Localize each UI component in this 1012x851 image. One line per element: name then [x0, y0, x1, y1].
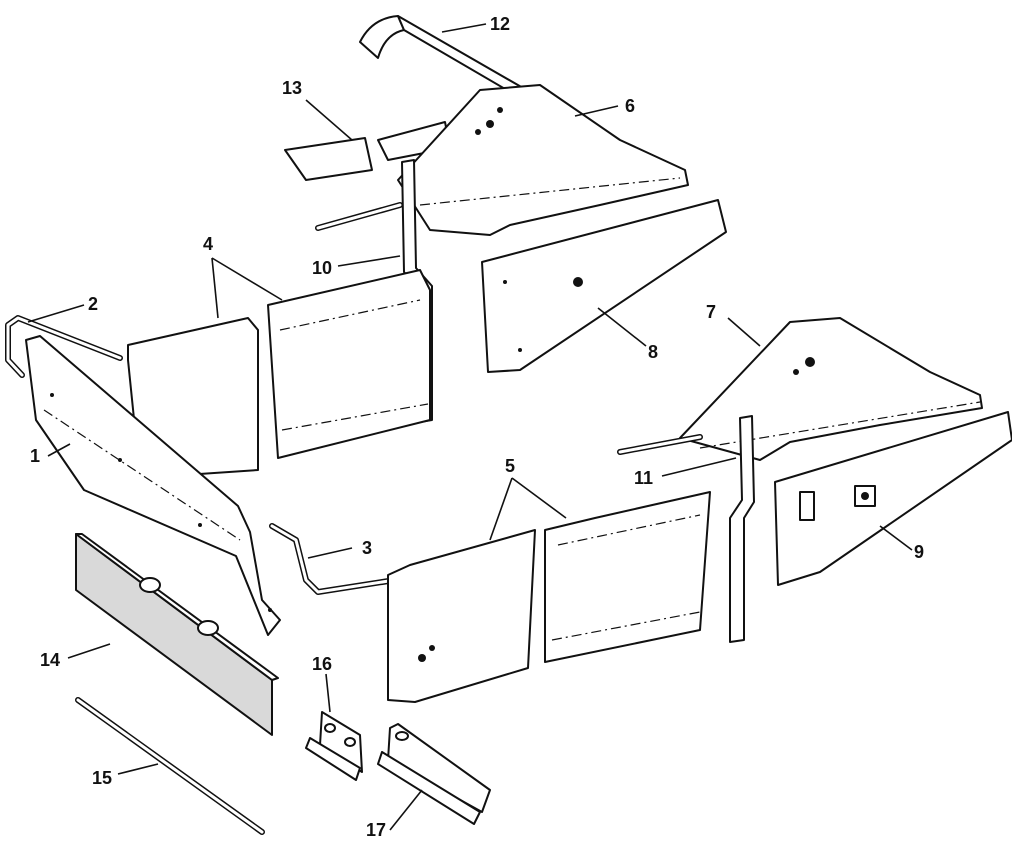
leader-10: [337, 255, 401, 267]
callout-5: 5: [505, 456, 515, 476]
part-7-lower-frame: [617, 317, 983, 461]
callout-7: 7: [706, 302, 716, 322]
part-4-side-panels: [127, 269, 431, 479]
leader-3: [307, 547, 353, 559]
leader-7: [727, 317, 761, 347]
part-11-post: [729, 415, 755, 643]
part-5-side-panels: [387, 491, 711, 703]
leader-15: [117, 763, 159, 775]
part-8-triangular-plate: [481, 199, 727, 373]
leader-14: [67, 643, 111, 659]
leader-4a: [211, 257, 219, 319]
leader-4b: [211, 257, 283, 301]
leader-17: [389, 789, 423, 831]
callout-12: 12: [490, 14, 510, 34]
leader-11: [661, 457, 737, 477]
part-15-long-rod: [75, 697, 265, 835]
callout-16: 16: [312, 654, 332, 674]
part-14-board: [75, 533, 279, 736]
part-6-upper-frame: [315, 84, 689, 236]
leader-5a: [489, 477, 513, 541]
leader-8: [597, 307, 647, 347]
part-17-hinge-plate: [377, 723, 491, 825]
part-9-triangular-plate: [774, 411, 1012, 586]
callout-13: 13: [282, 78, 302, 98]
callout-14: 14: [40, 650, 60, 670]
leader-9: [879, 525, 913, 551]
part-1-side-plate: [25, 335, 281, 636]
leader-2: [27, 304, 85, 323]
callout-10: 10: [312, 258, 332, 278]
callout-15: 15: [92, 768, 112, 788]
callout-2: 2: [88, 294, 98, 314]
leader-6: [574, 105, 619, 117]
leader-16: [325, 673, 331, 713]
callout-4: 4: [203, 234, 213, 254]
callout-labels: 1 2 3 4 5 6 7 8 9 10 11 12 13 14 15 16 1…: [30, 14, 924, 840]
leader-5b: [511, 477, 567, 519]
part-12-bracket: [359, 15, 531, 101]
leader-12: [441, 23, 487, 33]
part-16-hinge: [305, 711, 363, 781]
leader-lines: [27, 23, 913, 831]
leader-1: [47, 443, 71, 457]
part-2-rod: [5, 315, 123, 378]
callout-3: 3: [362, 538, 372, 558]
callout-11: 11: [634, 468, 653, 488]
callout-1: 1: [30, 446, 40, 466]
leader-13: [305, 99, 353, 141]
callout-9: 9: [914, 542, 924, 562]
callout-6: 6: [625, 96, 635, 116]
part-3-bent-rod: [269, 523, 398, 595]
callout-17: 17: [366, 820, 386, 840]
callout-8: 8: [648, 342, 658, 362]
